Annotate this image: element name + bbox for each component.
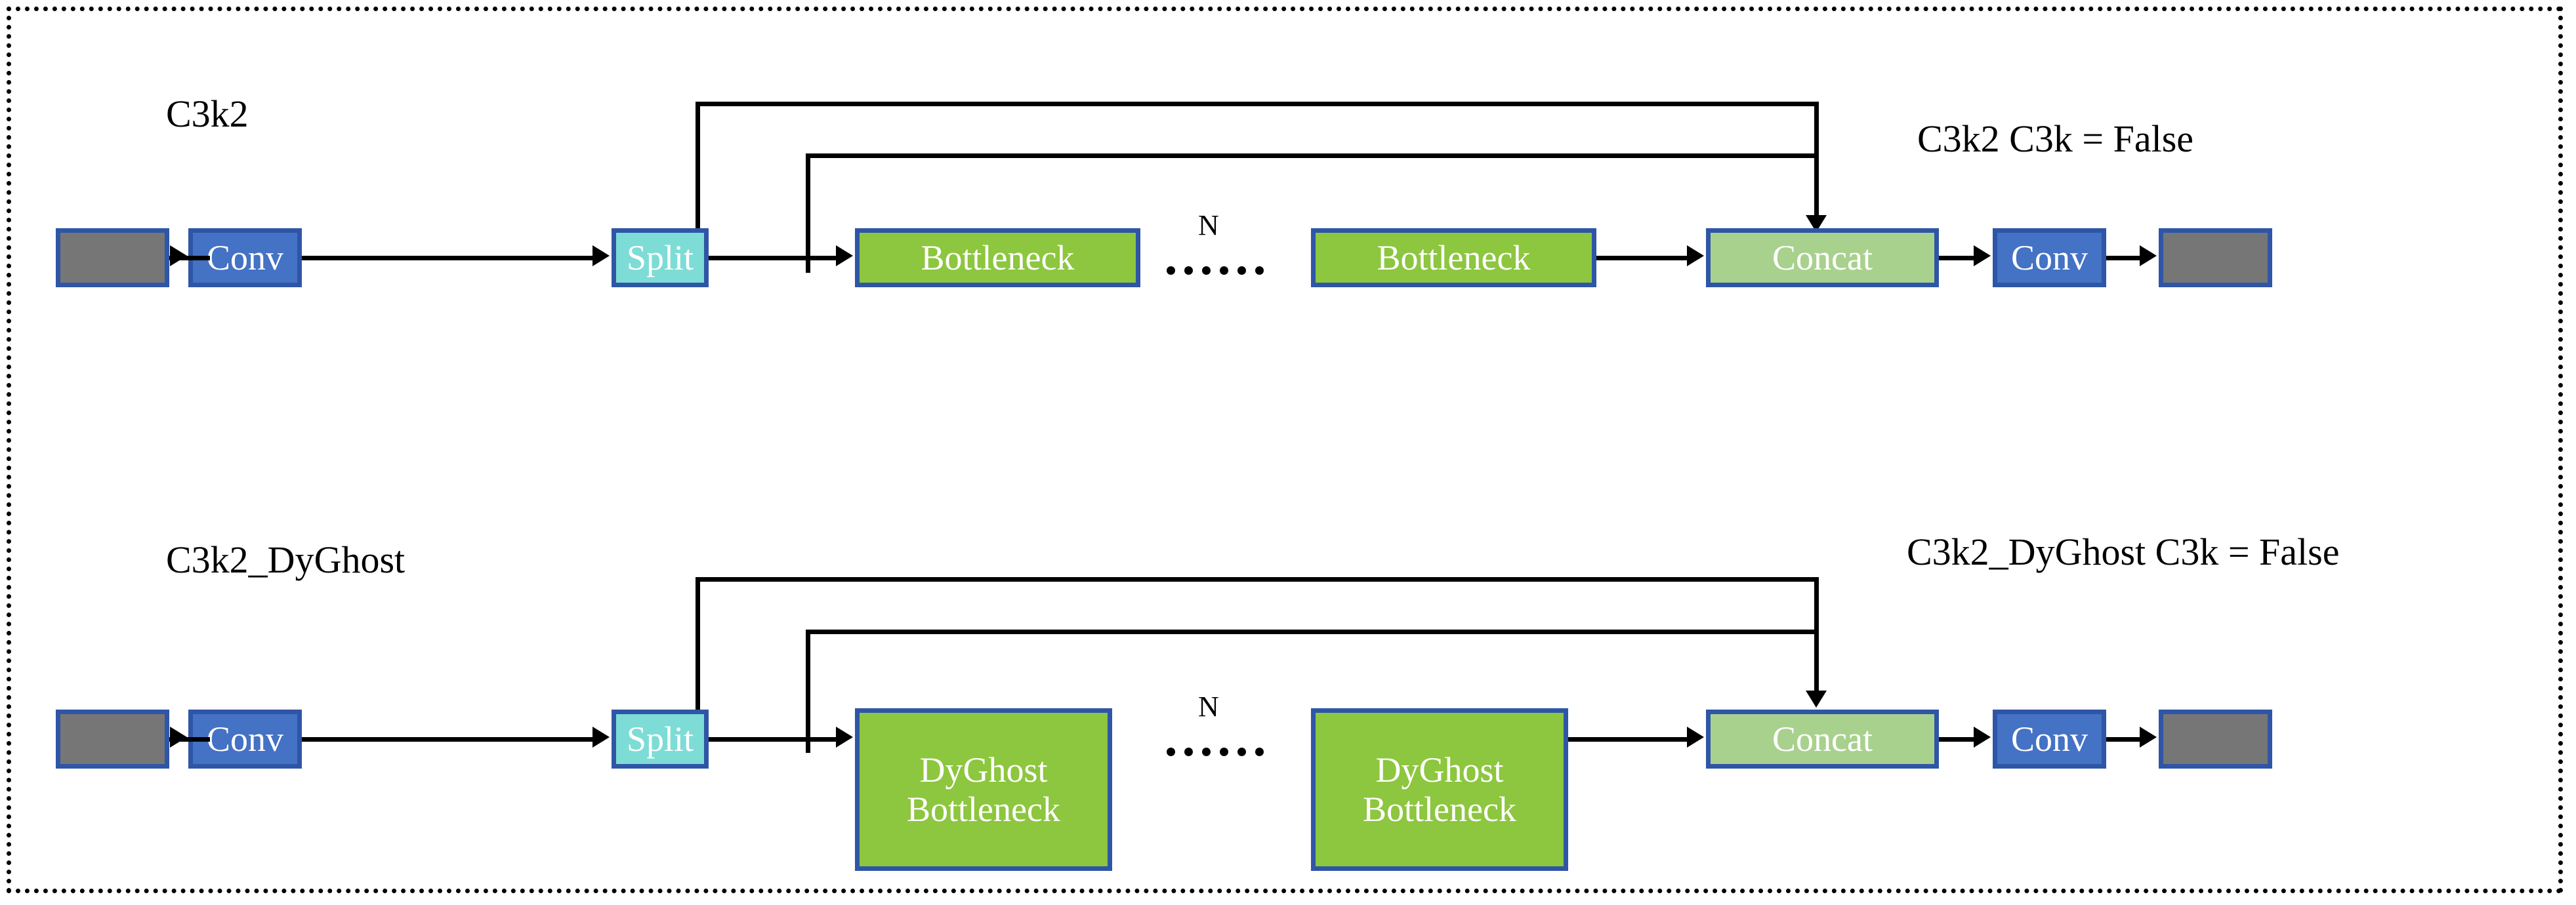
row2-title: C3k2_DyGhost — [166, 538, 405, 581]
row2-ellipsis — [1167, 748, 1264, 756]
row2-output-block — [2159, 710, 2272, 769]
row1-bottleneck-last[interactable]: Bottleneck — [1311, 228, 1596, 287]
row1-bottleneck-first[interactable]: Bottleneck — [855, 228, 1140, 287]
row1-skip-a-horizontal — [696, 102, 1819, 106]
row2-arrow-conv-to-output-line — [2106, 737, 2142, 742]
row1-arrow-concat-to-conv-line — [1939, 256, 1976, 260]
row1-concat[interactable]: Concat — [1706, 228, 1939, 287]
row1-arrow-bottleneck-to-concat-line — [1596, 256, 1689, 260]
row1-caption: C3k2 C3k = False — [1917, 117, 2194, 160]
row1-input-block — [56, 228, 169, 287]
row2-caption: C3k2_DyGhost C3k = False — [1907, 531, 2340, 573]
row2-conv-out[interactable]: Conv — [1993, 710, 2106, 769]
row1-arrow-bottleneck-to-concat-icon — [1687, 245, 1704, 266]
row2-dyghost-bottleneck-last[interactable]: DyGhost Bottleneck — [1311, 708, 1568, 871]
row1-concat-merge-vertical — [1814, 102, 1819, 221]
row1-arrow-input-to-conv-line — [169, 256, 210, 260]
row1-split[interactable]: Split — [612, 228, 709, 287]
row2-arrow-bottleneck-to-concat-icon — [1687, 727, 1704, 748]
row1-arrow-split-to-bottleneck-line — [709, 256, 839, 260]
row2-skip-b-vertical-left — [806, 630, 810, 753]
row2-repeat-count: N — [1198, 691, 1219, 723]
diagram-outer-frame — [7, 7, 2563, 893]
row2-skip-a-horizontal — [696, 577, 1819, 582]
row1-skip-b-vertical-left — [806, 153, 810, 273]
row2-input-block — [56, 710, 169, 769]
row2-skip-a-vertical-left — [696, 577, 700, 712]
row1-title: C3k2 — [166, 92, 249, 135]
row1-arrow-input-to-conv-icon — [170, 245, 187, 266]
row1-arrow-concat-to-conv-icon — [1974, 245, 1991, 266]
row2-arrow-conv-to-split-icon — [592, 727, 610, 748]
row2-concat-arrowhead-icon — [1806, 691, 1827, 708]
row2-arrow-conv-to-output-icon — [2140, 727, 2157, 748]
row1-ellipsis — [1167, 266, 1264, 275]
row1-repeat-count: N — [1198, 209, 1219, 241]
row2-arrow-concat-to-conv-line — [1939, 737, 1976, 742]
row2-dyghost-bottleneck-first[interactable]: DyGhost Bottleneck — [855, 708, 1112, 871]
row1-skip-a-vertical-left — [696, 102, 700, 233]
row1-arrow-conv-to-split-line — [302, 256, 595, 260]
row2-arrow-split-to-bottleneck-line — [709, 737, 839, 742]
row2-concat-merge-vertical — [1814, 577, 1819, 696]
row1-conv-out[interactable]: Conv — [1993, 228, 2106, 287]
row2-arrow-input-to-conv-line — [169, 737, 210, 742]
row1-skip-b-horizontal — [806, 153, 1819, 158]
row2-skip-b-horizontal — [806, 630, 1819, 634]
row1-arrow-split-to-bottleneck-icon — [836, 245, 853, 266]
row2-arrow-input-to-conv-icon — [170, 727, 187, 748]
row1-arrow-conv-to-output-line — [2106, 256, 2142, 260]
row2-split[interactable]: Split — [612, 710, 709, 769]
row1-output-block — [2159, 228, 2272, 287]
row2-concat[interactable]: Concat — [1706, 710, 1939, 769]
row2-arrow-split-to-bottleneck-icon — [836, 727, 853, 748]
row2-arrow-conv-to-split-line — [302, 737, 595, 742]
row1-arrow-conv-to-split-icon — [592, 245, 610, 266]
row2-arrow-concat-to-conv-icon — [1974, 727, 1991, 748]
row1-arrow-conv-to-output-icon — [2140, 245, 2157, 266]
row2-arrow-bottleneck-to-concat-line — [1568, 737, 1689, 742]
